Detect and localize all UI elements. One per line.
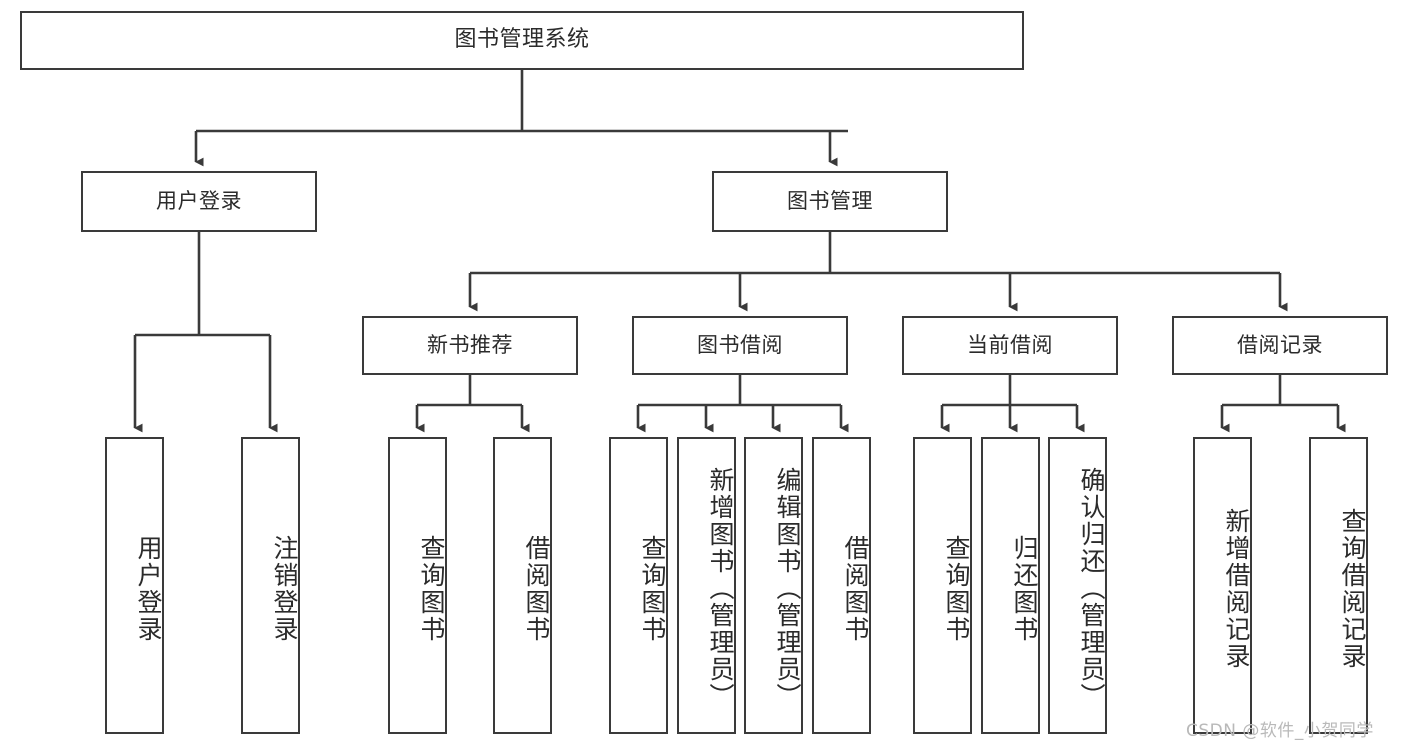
node-label: 查询图书 bbox=[417, 534, 446, 643]
node-current-borrow[interactable]: 当前借阅 bbox=[902, 316, 1118, 375]
node-label: 查询借阅记录 bbox=[1338, 507, 1367, 670]
node-leaf-return-book[interactable]: 归还图书 bbox=[981, 437, 1040, 734]
node-label: 新书推荐 bbox=[427, 332, 513, 357]
node-label: 用户登录 bbox=[156, 188, 242, 213]
node-leaf-borrow-book-1[interactable]: 借阅图书 bbox=[493, 437, 552, 734]
node-label: 图书管理 bbox=[787, 188, 873, 213]
node-book-borrow[interactable]: 图书借阅 bbox=[632, 316, 848, 375]
node-label: 借阅图书 bbox=[522, 534, 551, 643]
node-borrow-record[interactable]: 借阅记录 bbox=[1172, 316, 1388, 375]
node-root-book-management-system[interactable]: 图书管理系统 bbox=[20, 11, 1024, 70]
node-book-management[interactable]: 图书管理 bbox=[712, 171, 948, 232]
node-leaf-query-book-3[interactable]: 查询图书 bbox=[913, 437, 972, 734]
node-label: 查询图书 bbox=[942, 534, 971, 643]
node-label: 图书借阅 bbox=[697, 332, 783, 357]
node-label: 编辑图书（管理员） bbox=[773, 467, 802, 710]
node-leaf-add-record[interactable]: 新增借阅记录 bbox=[1193, 437, 1252, 734]
node-leaf-query-book-1[interactable]: 查询图书 bbox=[388, 437, 447, 734]
node-leaf-user-login[interactable]: 用户登录 bbox=[105, 437, 164, 734]
node-label: 新增图书（管理员） bbox=[706, 467, 735, 710]
csdn-watermark: CSDN @软件_小贺同学 bbox=[1186, 721, 1374, 741]
node-label: 注销登录 bbox=[270, 534, 299, 643]
node-label: 图书管理系统 bbox=[454, 27, 590, 53]
node-label: 查询图书 bbox=[638, 534, 667, 643]
node-label: 确认归还（管理员） bbox=[1077, 467, 1106, 710]
node-leaf-user-logout[interactable]: 注销登录 bbox=[241, 437, 300, 734]
node-label: 用户登录 bbox=[134, 534, 163, 643]
node-user-login[interactable]: 用户登录 bbox=[81, 171, 317, 232]
node-leaf-query-record[interactable]: 查询借阅记录 bbox=[1309, 437, 1368, 734]
node-leaf-edit-book[interactable]: 编辑图书（管理员） bbox=[744, 437, 803, 734]
node-label: 新增借阅记录 bbox=[1222, 507, 1251, 670]
node-leaf-add-book[interactable]: 新增图书（管理员） bbox=[677, 437, 736, 734]
node-label: 当前借阅 bbox=[967, 332, 1053, 357]
node-label: 借阅记录 bbox=[1237, 332, 1323, 357]
node-leaf-query-book-2[interactable]: 查询图书 bbox=[609, 437, 668, 734]
node-new-book-recommend[interactable]: 新书推荐 bbox=[362, 316, 578, 375]
node-leaf-borrow-book-2[interactable]: 借阅图书 bbox=[812, 437, 871, 734]
node-label: 归还图书 bbox=[1010, 534, 1039, 643]
node-label: 借阅图书 bbox=[841, 534, 870, 643]
node-leaf-confirm-return[interactable]: 确认归还（管理员） bbox=[1048, 437, 1107, 734]
